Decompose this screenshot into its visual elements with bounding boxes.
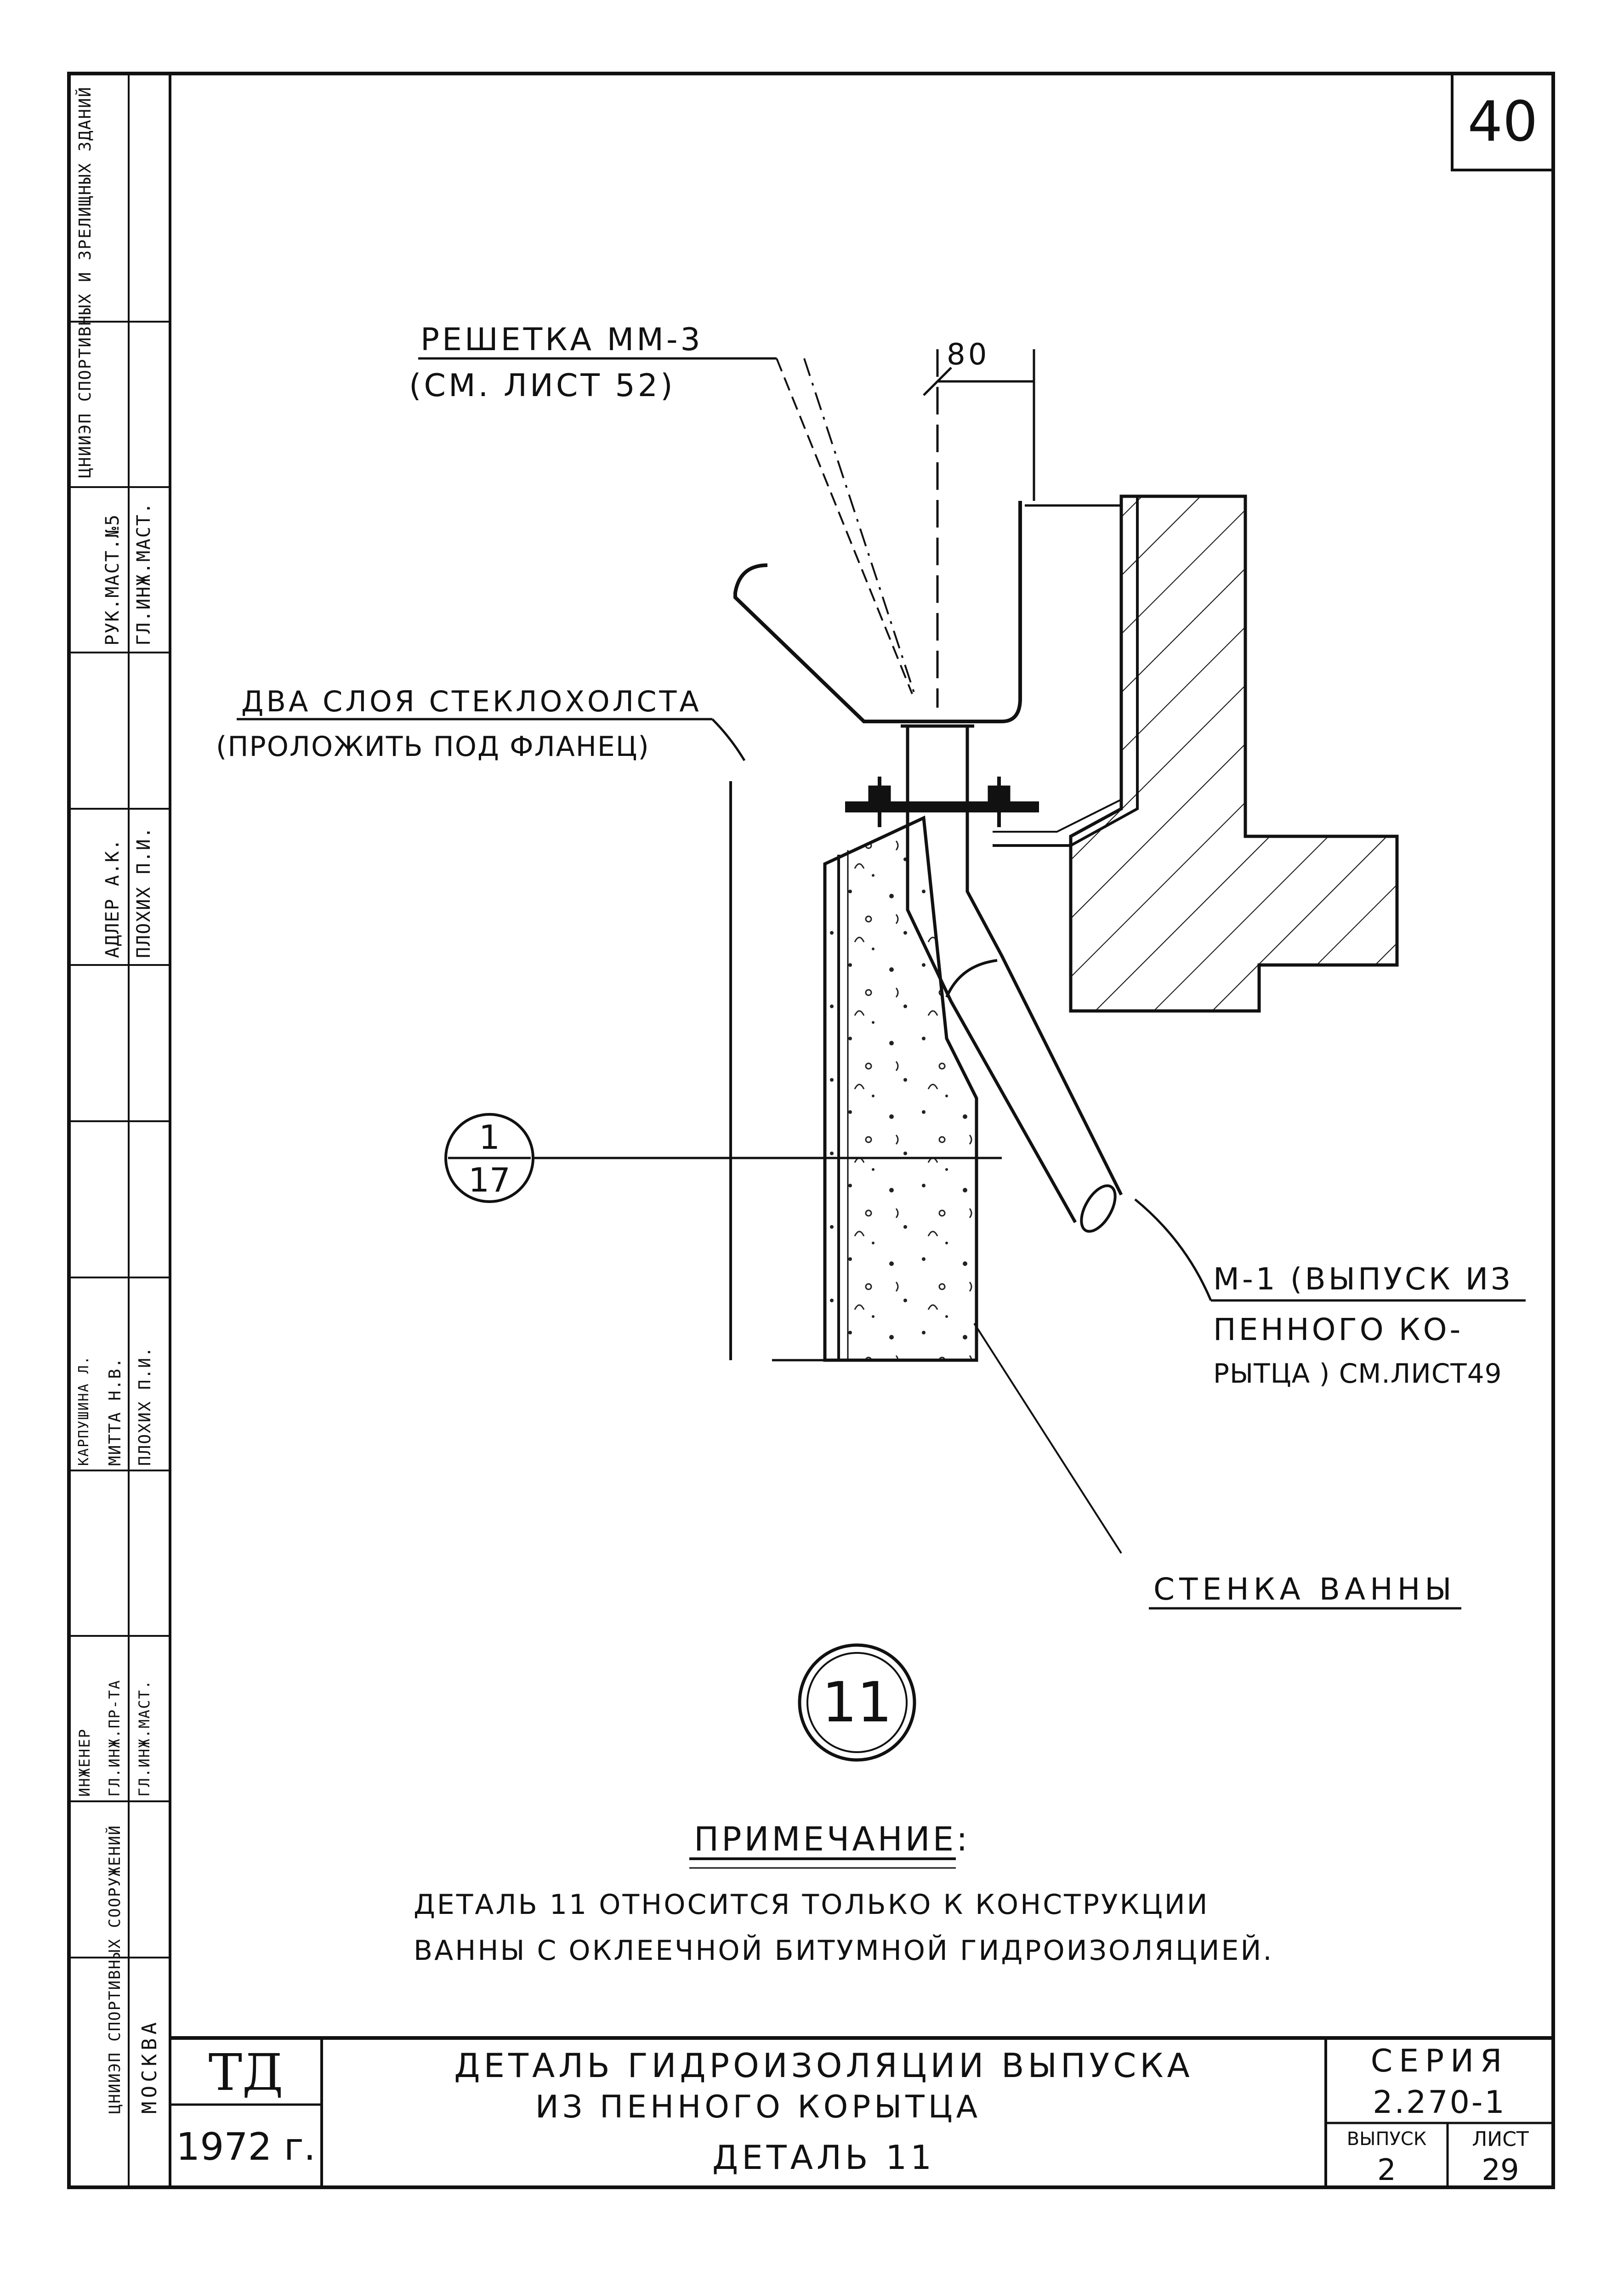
outlet-label-line3: РЫТЦА ) СМ.ЛИСТ49 (1213, 1358, 1502, 1389)
note-title: ПРИМЕЧАНИЕ: (694, 1820, 971, 1858)
dimension-80 (923, 349, 1035, 501)
fiberglass-note: (ПРОЛОЖИТЬ ПОД ФЛАНЕЦ) (216, 731, 650, 763)
flange (845, 777, 1039, 827)
stamp-role4: ГЛ.ИНЖ.ПР-ТА (106, 1679, 123, 1797)
basin-section (993, 494, 1399, 1013)
issue-value: 2 (1377, 2153, 1396, 2187)
outlet-label-line1: М-1 (ВЫПУСК ИЗ (1213, 1261, 1513, 1297)
series-value: 2.270-1 (1373, 2084, 1506, 2121)
drawing-title-line1: ДЕТАЛЬ ГИДРОИЗОЛЯЦИИ ВЫПУСКА (454, 2046, 1193, 2085)
drawing-title-line2: ИЗ ПЕННОГО КОРЫТЦА (535, 2089, 982, 2125)
leader-lines (237, 357, 1526, 1869)
detail-number-circle (798, 1643, 916, 1762)
section-ref-circle (444, 1113, 717, 1203)
stamp-role5: ИНЖЕНЕР (76, 1728, 93, 1797)
grate-ref-label: (СМ. ЛИСТ 52) (409, 368, 676, 404)
sheet-value: 29 (1482, 2153, 1519, 2187)
section-ref-bottom: 17 (468, 1161, 511, 1199)
series-label: СЕРИЯ (1370, 2043, 1509, 2079)
stamp-name1: ПЛОХИХ П.И. (133, 826, 154, 958)
stamp-name2: АДЛЕР А.К. (102, 838, 123, 958)
stamp-name3: ПЛОХИХ П.И. (136, 1346, 154, 1466)
outlet-label-line2: ПЕННОГО КО- (1213, 1312, 1464, 1347)
stamp-org-bottom: ЦНИИЭП СПОРТИВНЫХ СООРУЖЕНИЙ (106, 1824, 124, 2114)
note-line2: ВАННЫ С ОКЛЕЕЧНОЙ БИТУМНОЙ ГИДРОИЗОЛЯЦИЕ… (414, 1935, 1274, 1967)
title-block-year: 1972 г. (176, 2125, 316, 2169)
stamp-city: МОСКВА (138, 2019, 161, 2114)
sheet-corner-number: 40 (1467, 90, 1538, 154)
stamp-org: ЦНИИЭП СПОРТИВНЫХ И ЗРЕЛИЩНЫХ ЗДАНИЙ (76, 86, 95, 478)
note-line1: ДЕТАЛЬ 11 ОТНОСИТСЯ ТОЛЬКО К КОНСТРУКЦИИ (414, 1889, 1209, 1921)
wall-section (717, 781, 1002, 1362)
grate-funnel (733, 349, 1022, 723)
wall-label: СТЕНКА ВАННЫ (1153, 1572, 1456, 1607)
stamp-role2: РУК.МАСТ.№5 (102, 514, 123, 646)
sheet-frame (67, 72, 1555, 2189)
grate-label: РЕШЕТКА ММ-3 (420, 322, 703, 358)
sheet-label: ЛИСТ (1472, 2127, 1529, 2151)
stamp-role1: ГЛ.ИНЖ.МАСТ. (133, 502, 154, 646)
outlet-pipe (901, 724, 1123, 1233)
stamp-name5: КАРПУШИНА Л. (76, 1355, 92, 1466)
issue-label: ВЫПУСК (1346, 2128, 1427, 2150)
dimension-value: 80 (947, 338, 990, 372)
stamp-role3: ГЛ.ИНЖ.МАСТ. (136, 1679, 153, 1797)
drawing-subtitle: ДЕТАЛЬ 11 (712, 2138, 935, 2177)
title-block-frame (170, 2036, 1553, 2187)
fiberglass-label: ДВА СЛОЯ СТЕКЛОХОЛСТА (241, 685, 702, 718)
section-ref-top: 1 (479, 1118, 500, 1157)
title-block-logo: ТД (208, 2043, 284, 2102)
stamp-name4: МИТТА Н.В. (106, 1357, 125, 1466)
detail-number: 11 (822, 1670, 892, 1735)
